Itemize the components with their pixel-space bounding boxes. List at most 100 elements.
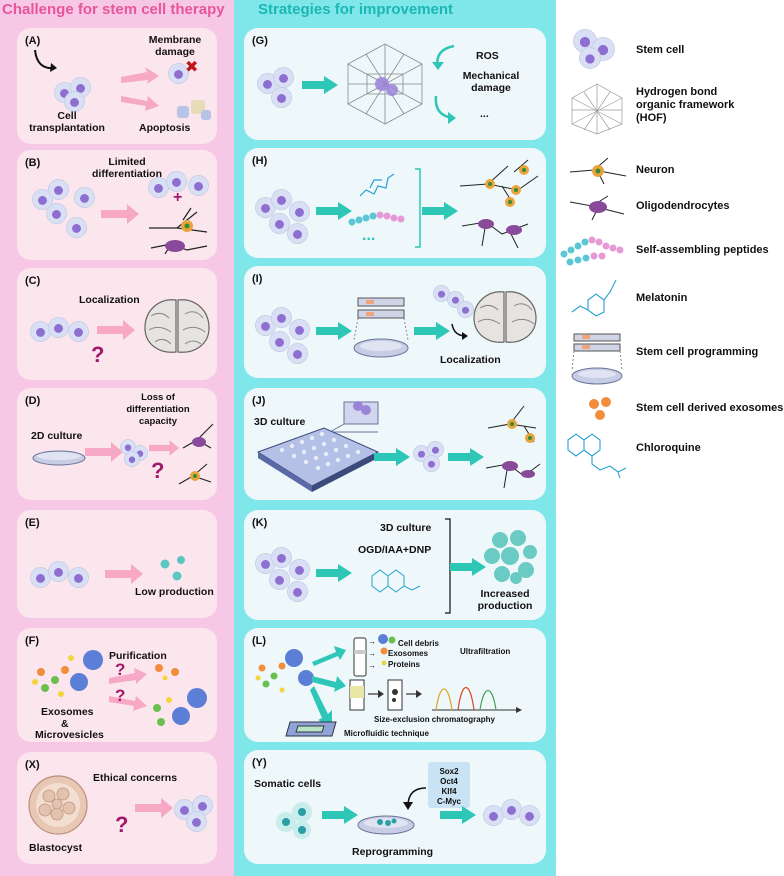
stem-cell xyxy=(67,218,86,237)
stem-cell xyxy=(290,560,309,579)
panel-i: (I) Localization xyxy=(244,266,546,378)
increased-production-text: Increased production xyxy=(477,588,533,612)
plus-icon: + xyxy=(173,189,183,206)
pink-arrow xyxy=(135,798,173,818)
teal-arrow xyxy=(316,322,352,340)
stem-cell xyxy=(47,204,66,223)
legend-exosomes: Stem cell derived exosomes xyxy=(560,394,784,434)
legend-chloroquine: Chloroquine xyxy=(560,430,784,480)
pink-arrow xyxy=(85,442,123,462)
exosome-icon xyxy=(155,664,179,681)
stem-cell xyxy=(274,68,293,87)
stem-cell xyxy=(121,440,135,454)
2d-culture-text: 2D culture xyxy=(31,430,83,442)
sec-columns-icon xyxy=(349,679,422,711)
panel-label: (X) xyxy=(25,759,40,771)
hof-framework-icon xyxy=(347,43,423,125)
panel-k: (K) 3D culture OGD/IAA+DNP Increased pro… xyxy=(244,510,546,620)
stem-cell xyxy=(69,568,88,587)
legend-label: Stem cell programming xyxy=(636,346,759,358)
blastocyst-icon xyxy=(28,775,88,835)
purification-text: Purification xyxy=(109,650,167,662)
pink-arrow xyxy=(109,668,147,684)
curved-arrow-icon xyxy=(34,49,57,72)
programming-icon xyxy=(353,297,409,358)
stem-cell xyxy=(520,806,539,825)
stem-cell xyxy=(31,568,50,587)
proteins-text: Proteins xyxy=(388,660,421,669)
cycle-arrow-icon xyxy=(432,44,455,70)
exosomes-microvesicles-icon xyxy=(255,649,314,693)
exosomes-text: Exosomes xyxy=(41,706,94,718)
arrow-glyph: → xyxy=(368,649,376,658)
klf4-text: Klf4 xyxy=(441,787,457,796)
panel-label: (A) xyxy=(25,35,41,47)
stem-cell xyxy=(270,214,289,233)
panel-h: (H) ... xyxy=(244,148,546,258)
curved-arrow-icon xyxy=(403,787,427,810)
stem-cell xyxy=(434,286,449,301)
pink-arrow xyxy=(121,67,159,84)
chloroquine-icon xyxy=(567,433,627,479)
ellipsis-text: ... xyxy=(480,108,489,120)
panel-label: (H) xyxy=(252,155,268,167)
cell-debris-text: Cell debris xyxy=(398,639,439,648)
petri-dish-icon xyxy=(32,450,86,466)
legend-neuron: Neuron xyxy=(560,152,784,192)
panel-label: (D) xyxy=(25,395,41,407)
stem-cell xyxy=(189,176,208,195)
curved-arrow-icon xyxy=(451,323,468,340)
3d-culture-text: 3D culture xyxy=(254,416,306,428)
legend-label: Stem cell xyxy=(636,44,685,56)
panel-g: (G) ROS Mechanical damage ... xyxy=(244,28,546,140)
microvesicles-text: Microvesicles xyxy=(35,729,104,741)
neurons-oligodendrocytes-icon xyxy=(485,405,541,489)
legend-label: Melatonin xyxy=(636,292,688,304)
teal-arrow xyxy=(414,322,450,340)
stem-cell xyxy=(270,332,289,351)
panel-label: (L) xyxy=(252,635,267,647)
stem-cell xyxy=(31,322,50,341)
transcription-factors-box: Sox2 Oct4 Klf4 C-Myc xyxy=(428,762,470,808)
strategies-header: Strategies for improvement xyxy=(258,1,454,18)
panel-a: (A) Cell transplantation Membrane damage… xyxy=(17,28,217,144)
exosome-icon xyxy=(160,556,185,581)
stem-cell xyxy=(149,178,168,197)
reprogramming-text: Reprogramming xyxy=(352,846,434,858)
stem-cell xyxy=(288,344,307,363)
arrow-glyph: → xyxy=(368,637,376,646)
teal-arrow xyxy=(450,558,486,576)
reprogramming-dish-icon xyxy=(357,815,415,835)
apoptosis-text: Apoptosis xyxy=(139,122,191,134)
stem-cell xyxy=(502,800,521,819)
question-mark: ? xyxy=(151,458,165,483)
fraction-dots-icon xyxy=(378,634,396,666)
legend-hof: Hydrogen bond organic framework (HOF) xyxy=(560,80,784,140)
stem-cell xyxy=(272,88,291,107)
teal-arrow xyxy=(440,806,476,824)
ros-text: ROS xyxy=(476,50,499,62)
stem-cell xyxy=(167,172,186,191)
teal-arrow xyxy=(322,806,358,824)
pink-arrow xyxy=(121,96,159,111)
legend-label: Chloroquine xyxy=(636,442,701,454)
3d-culture-text: 3D culture xyxy=(380,522,432,534)
stem-cell xyxy=(65,92,84,111)
legend-peptides: Self-assembling peptides xyxy=(560,230,784,270)
stem-cell xyxy=(33,190,52,209)
neurons-oligodendrocytes-icon xyxy=(459,159,539,249)
panel-d: (D) Loss of differentiation capacity 2D … xyxy=(17,388,217,500)
question-mark: ? xyxy=(115,660,126,679)
challenges-header: Challenge for stem cell therapy xyxy=(2,1,225,18)
loss-of-differentiation-capacity-text: Loss of differentiation capacity xyxy=(126,392,190,427)
legend-programming: Stem cell programming xyxy=(560,330,784,388)
cell-transplantation-text: Cell transplantation xyxy=(29,110,105,134)
panel-label: (B) xyxy=(25,157,41,169)
exosome-cluster-icon xyxy=(484,530,537,584)
neuron-oligodendrocyte-icon xyxy=(149,207,208,255)
stem-cell xyxy=(288,224,307,243)
ultrafiltration-tube-icon xyxy=(353,637,367,677)
stem-cell xyxy=(272,548,291,567)
question-mark: ? xyxy=(115,686,126,705)
panel-y: (Y) Somatic cells Sox2 Oct4 Klf4 C-Myc R… xyxy=(244,750,546,864)
